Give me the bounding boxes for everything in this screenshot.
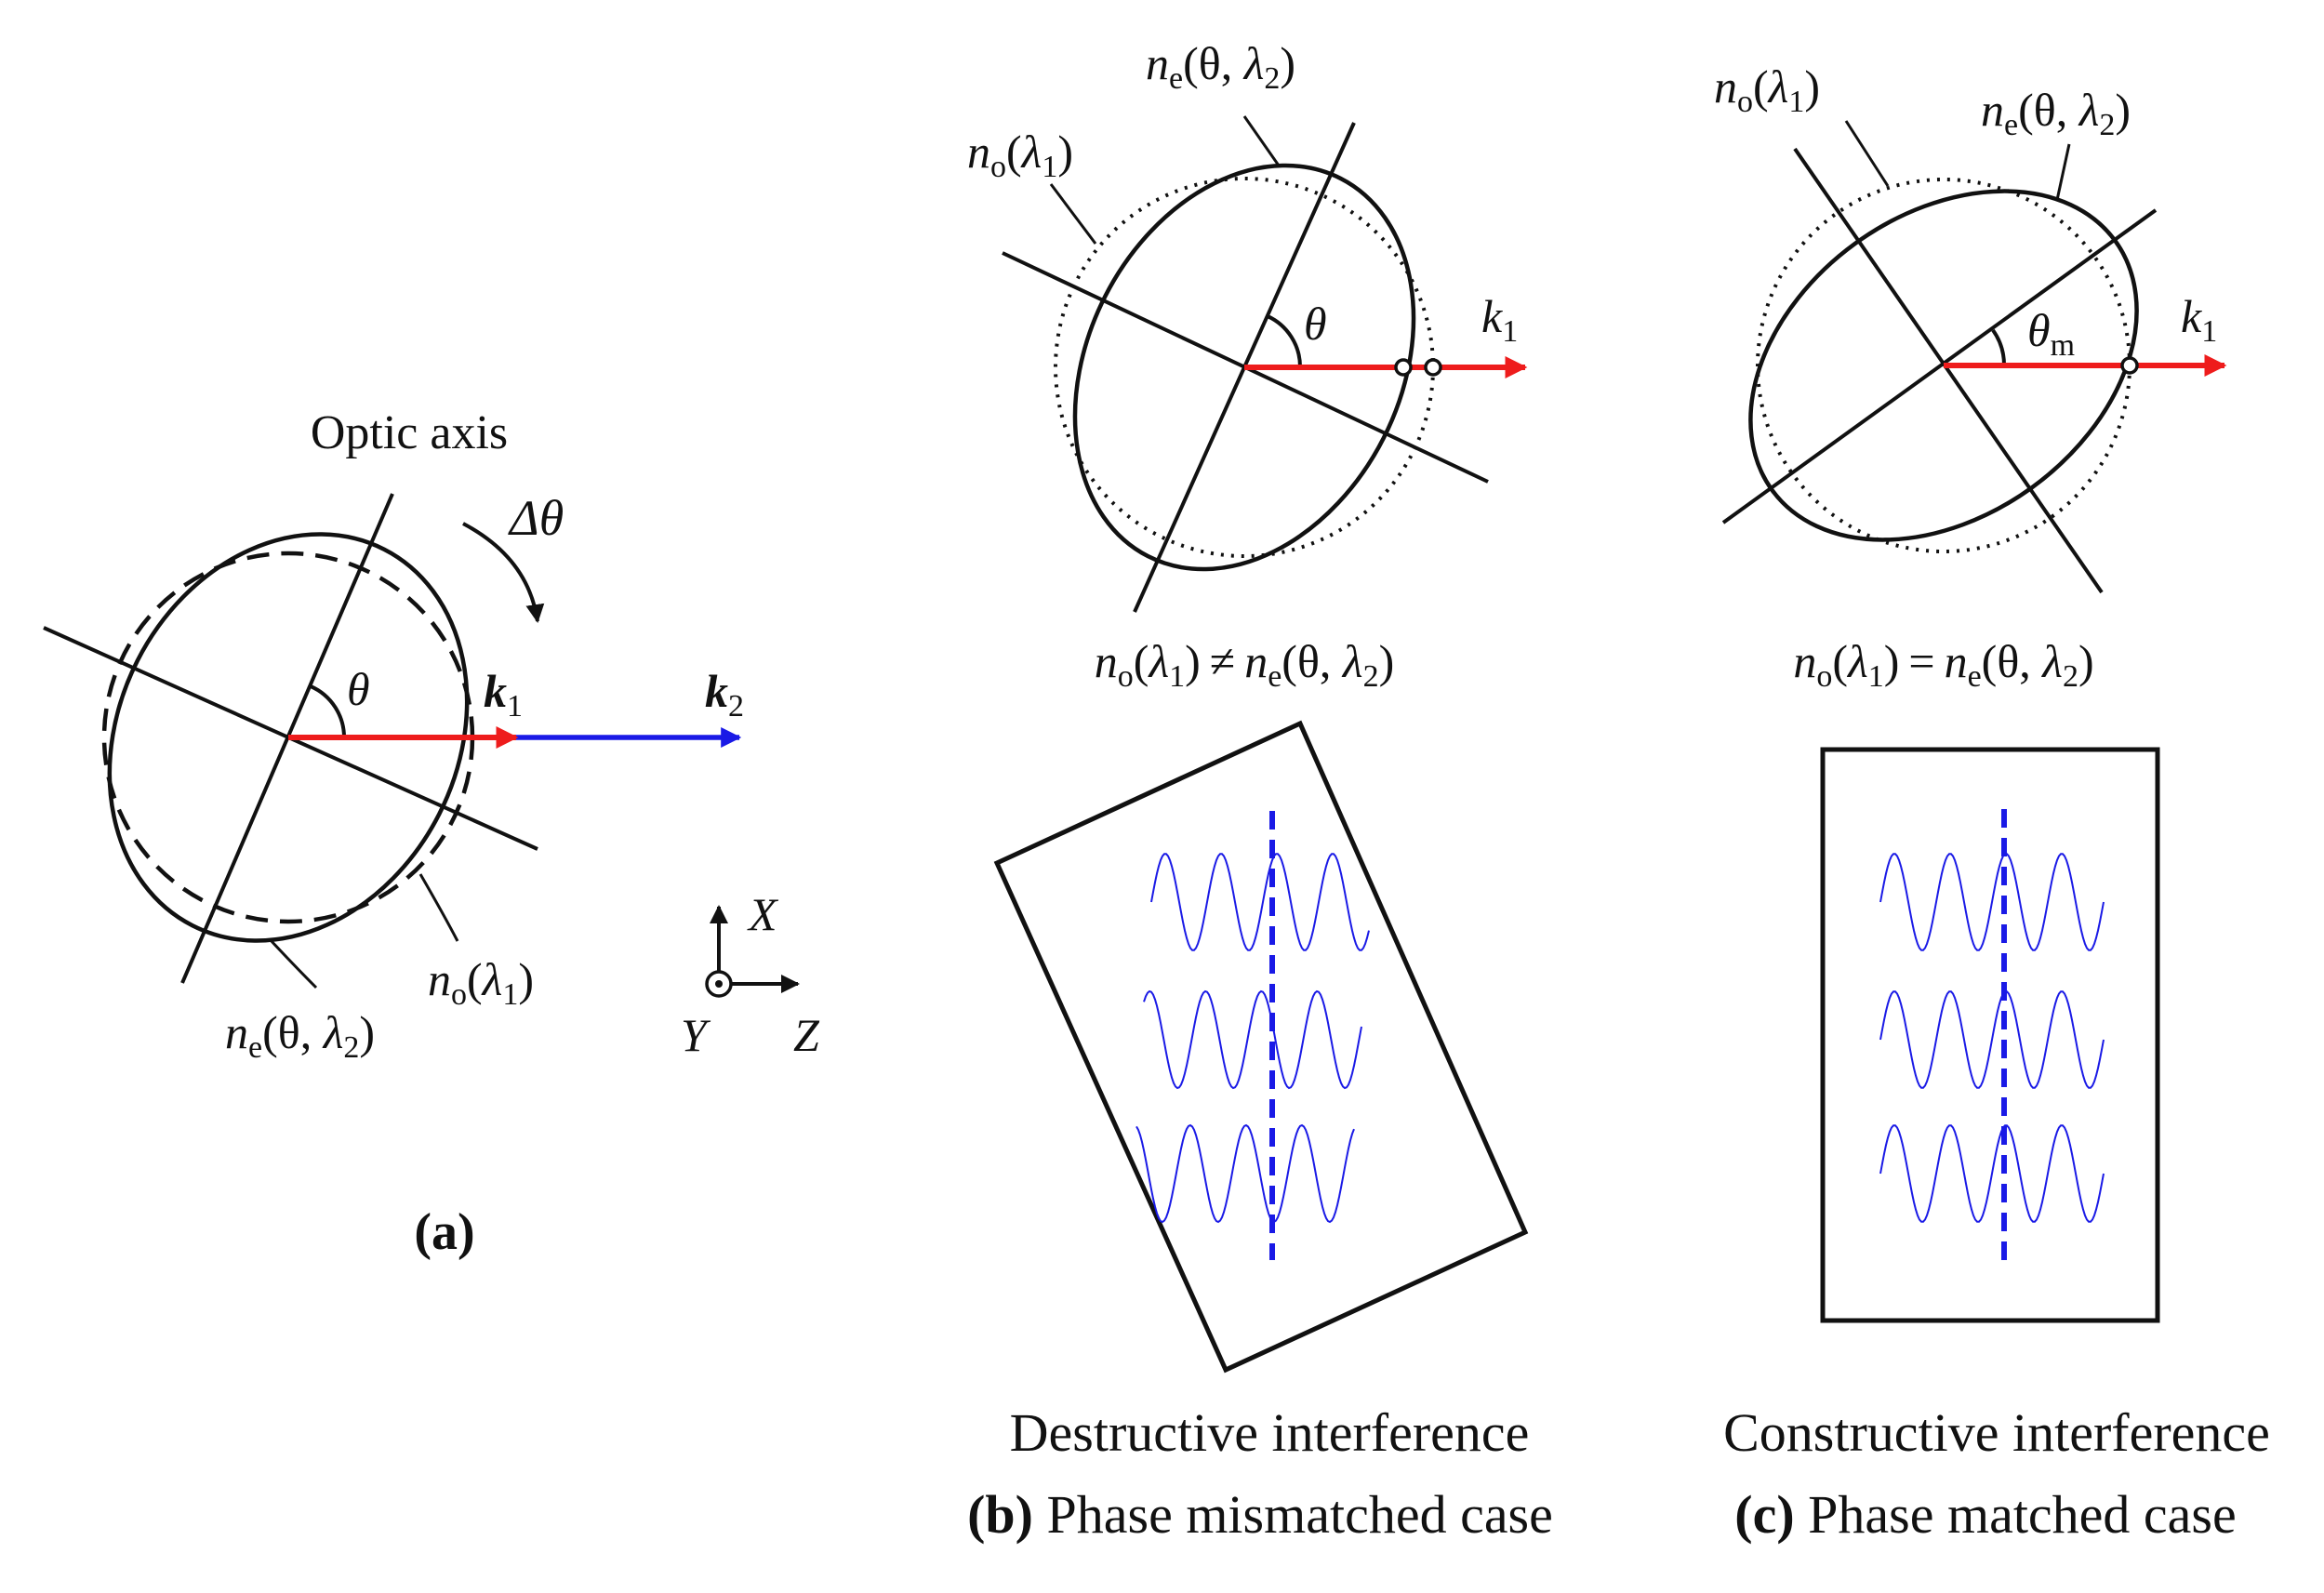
ne-ellipse-b	[1072, 163, 1416, 572]
panel-a: Optic axis Δθ θ k1 k2 no(λ1) ne(θ, λ2) X…	[43, 406, 820, 1261]
ne-leader-c	[2055, 143, 2071, 201]
wave-b-3	[1135, 1123, 1355, 1224]
ne-leader	[268, 937, 318, 989]
theta-m-arc-c	[1991, 328, 2007, 366]
k1-label: k1	[484, 665, 523, 723]
no-label-c: no(λ1)	[1714, 60, 1820, 119]
crystal-box-c	[1820, 747, 2160, 1323]
ne-leader-b	[1242, 115, 1281, 166]
crystal-outline-b	[993, 720, 1529, 1374]
interference-label-c: Constructive interference	[1723, 1402, 2270, 1463]
k1-label-b: k1	[1481, 290, 1518, 349]
panel-b: θ k1 ne(θ, λ2) no(λ1) no(λ1)≠ne(θ, λ2) D…	[967, 37, 1553, 1545]
ne-label-a: ne(θ, λ2)	[225, 1006, 375, 1065]
wave-c-2	[1879, 990, 2105, 1089]
caption-b: (b) Phase mismatched case	[967, 1484, 1553, 1545]
matched-intersection-point	[2120, 356, 2139, 375]
no-label-a: no(λ1)	[428, 953, 534, 1012]
axis-z-label: Z	[793, 1009, 820, 1061]
k1-label-c: k1	[2181, 290, 2217, 349]
crystal-box-b	[993, 720, 1529, 1374]
caption-c: (c) Phase matched case	[1734, 1484, 2236, 1545]
delta-theta-label: Δθ	[508, 490, 564, 546]
wave-c-3	[1879, 1124, 2105, 1223]
no-leader	[418, 873, 459, 942]
rotation-arrow	[462, 522, 545, 623]
caption-a: (a)	[414, 1203, 474, 1261]
axis-y-label: Y	[681, 1009, 711, 1061]
theta-arc	[310, 684, 346, 738]
theta-label-b: θ	[1304, 298, 1327, 350]
k2-label: k2	[705, 665, 744, 723]
ne-label-c: ne(θ, λ2)	[1981, 84, 2131, 142]
wave-c-1	[1879, 853, 2105, 951]
mismatch-equation: no(λ1)≠ne(θ, λ2)	[1095, 635, 1394, 694]
wave-b-1	[1150, 853, 1370, 951]
no-label-b: no(λ1)	[967, 126, 1073, 184]
theta-m-label-c: θm	[2027, 304, 2075, 363]
axis-x-label: X	[747, 888, 779, 940]
ne-intersection-point	[1394, 358, 1413, 377]
crystal-outline-c	[1820, 747, 2160, 1323]
match-equation: no(λ1)=ne(θ, λ2)	[1793, 635, 2093, 694]
no-leader-c	[1844, 120, 1890, 187]
interference-label-b: Destructive interference	[1010, 1402, 1530, 1463]
theta-arc-b	[1267, 314, 1303, 368]
optic-axis-label: Optic axis	[311, 406, 508, 459]
perpendicular-line-c	[1793, 147, 2104, 594]
optic-axis-line-c	[1721, 208, 2158, 524]
coordinate-axes	[705, 905, 800, 998]
ne-solid-ellipse	[107, 532, 470, 943]
panel-c: θm k1 no(λ1) ne(θ, λ2) no(λ1)=ne(θ, λ2) …	[1714, 60, 2270, 1545]
no-leader-b	[1049, 183, 1097, 245]
ne-label-b: ne(θ, λ2)	[1146, 37, 1295, 96]
wave-b-2	[1143, 989, 1362, 1090]
no-intersection-point	[1424, 358, 1442, 377]
theta-label: θ	[347, 663, 370, 715]
